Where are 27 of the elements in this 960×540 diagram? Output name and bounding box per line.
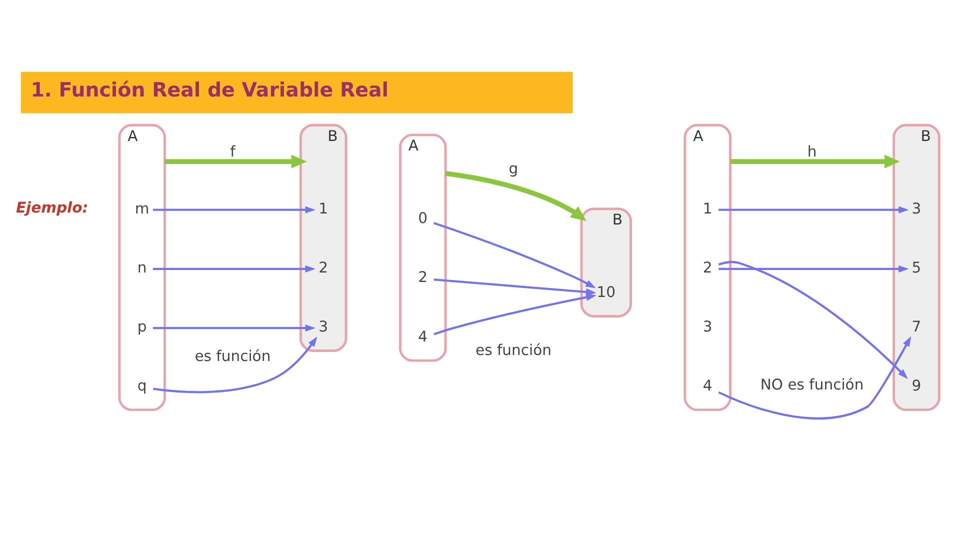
node-text: 4 [418, 328, 428, 345]
node-text: 10 [596, 284, 616, 301]
node-text: 1 [318, 200, 328, 217]
diagram-title: 1. Función Real de Variable Real [30, 78, 389, 102]
node-text: 9 [912, 377, 922, 394]
label: NO es función [760, 376, 864, 394]
node-text: 7 [912, 318, 922, 335]
node-text: 2 [702, 258, 712, 276]
edge-label: h [807, 143, 817, 160]
node-text: 2 [418, 268, 428, 286]
node-text: 4 [702, 377, 712, 394]
label: es función [194, 348, 271, 365]
edge-label: f [230, 143, 236, 160]
node-text: 3 [318, 318, 328, 335]
node-text: 0 [418, 210, 428, 227]
label: Ejemplo: [16, 198, 88, 216]
node-text: m [134, 200, 150, 217]
node-text: n [137, 258, 147, 276]
edge-label: g [508, 160, 518, 177]
node-text: p [137, 318, 147, 335]
node-text: 3 [702, 318, 712, 335]
node-text: 3 [912, 200, 922, 217]
node-text: 1 [702, 200, 712, 217]
node-text: q [137, 377, 147, 394]
node-text: 5 [912, 258, 922, 276]
node-text: 2 [318, 258, 328, 276]
label: es función [476, 342, 552, 359]
